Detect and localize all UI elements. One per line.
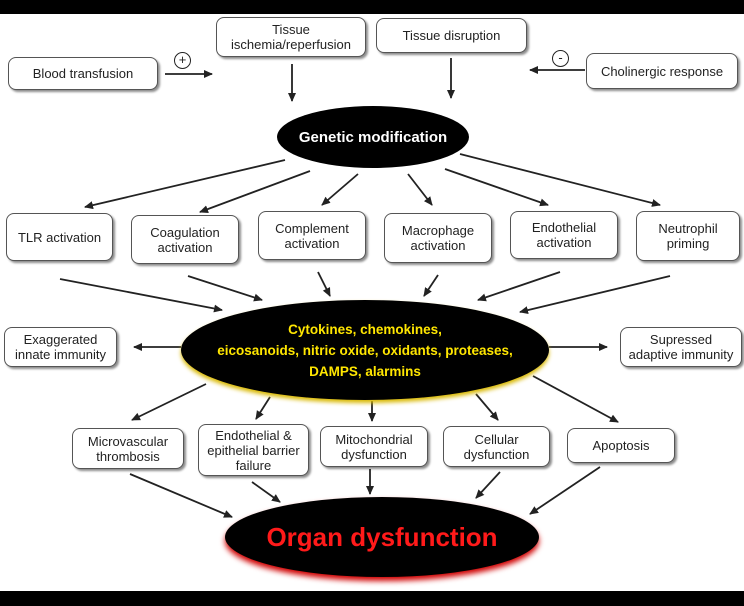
mediators-line3: DAMPS, alarmins [309, 363, 421, 379]
mitochondrial-dysfunction-box: Mitochondrial dysfunction [320, 426, 428, 467]
arrow-apoptosis-organ [529, 466, 601, 515]
coagulation-line2: activation [157, 239, 213, 255]
apoptosis-box: Apoptosis [567, 428, 675, 463]
mediators-line1: Cytokines, chemokines, [288, 321, 442, 337]
neutrophil-line2: priming [666, 236, 710, 251]
arrow-cyto-apoptosis [532, 375, 619, 423]
arrow-cellular-organ [475, 471, 501, 499]
tlr-activation-box: TLR activation [6, 213, 113, 261]
blood-transfusion-box: Blood transfusion [8, 57, 158, 90]
tlr-activation-label: TLR activation [17, 229, 102, 245]
arrow-genetic-coag [199, 170, 311, 213]
macrophage-line2: activation [410, 238, 466, 253]
cellular-line2: dysfunction [463, 446, 530, 462]
endothelial-line2: activation [536, 235, 592, 250]
arrow-barrier-organ [251, 481, 281, 503]
barrier-line3: failure [235, 457, 272, 473]
coagulation-line1: Coagulation [150, 224, 220, 240]
minus-sign-icon: - [552, 50, 569, 67]
plus-sign-icon: + [174, 52, 191, 69]
mediators-line2: eicosanoids, nitric oxide, oxidants, pro… [217, 342, 513, 358]
micro-line2: thrombosis [96, 448, 160, 464]
barrier-line2: epithelial barrier [207, 442, 300, 458]
coagulation-activation-box: Coagulation activation [131, 215, 239, 264]
suppressed-line1: Supressed [649, 332, 713, 347]
arrow-genetic-endothelial [444, 168, 549, 207]
microvascular-thrombosis-box: Microvascular thrombosis [72, 428, 184, 469]
tissue-disruption-label: Tissue disruption [402, 28, 501, 43]
complement-activation-box: Complement activation [258, 211, 366, 260]
suppressed-line2: adaptive immunity [628, 347, 734, 362]
tissue-disruption-box: Tissue disruption [376, 18, 527, 53]
genetic-modification-node: Genetic modification [277, 106, 469, 168]
suppressed-adaptive-immunity-box: Supressed adaptive immunity [620, 327, 742, 367]
arrow-cyto-cellular [475, 393, 499, 421]
arrow-macrophage-cyto [423, 274, 439, 297]
diagram-canvas: Blood transfusion + Tissue ischemia/repe… [0, 14, 744, 591]
endothelial-line1: Endothelial [531, 220, 597, 235]
genetic-modification-label: Genetic modification [298, 128, 448, 146]
arrow-micro-organ [129, 473, 233, 518]
exaggerated-line2: innate immunity [14, 347, 107, 362]
arrow-genetic-tlr [84, 159, 286, 210]
arrow-layer [59, 58, 671, 518]
complement-line2: activation [284, 235, 340, 251]
endothelial-activation-box: Endothelial activation [510, 211, 618, 259]
arrow-genetic-macrophage [407, 173, 433, 206]
arrow-cyto-barrier [255, 396, 271, 420]
arrow-complement-cyto [317, 271, 331, 297]
mito-line2: dysfunction [341, 446, 407, 462]
exaggerated-innate-immunity-box: Exaggerated innate immunity [4, 327, 117, 367]
arrow-genetic-neutrophil [459, 153, 661, 207]
arrow-endothelial-cyto [477, 271, 561, 302]
arrow-neutrophil-cyto [519, 275, 671, 315]
complement-line1: Complement [275, 220, 349, 236]
neutrophil-priming-box: Neutrophil priming [636, 211, 740, 261]
arrow-tlr-cyto [59, 278, 223, 313]
mito-line1: Mitochondrial [335, 431, 413, 447]
organ-dysfunction-label: Organ dysfunction [266, 521, 498, 552]
ischemia-box: Tissue ischemia/reperfusion [216, 17, 366, 57]
macrophage-line1: Macrophage [401, 223, 475, 238]
ischemia-label-line2: ischemia/reperfusion [231, 37, 351, 52]
macrophage-activation-box: Macrophage activation [384, 213, 492, 263]
ischemia-label-line1: Tissue [272, 22, 310, 37]
arrow-cyto-micro [131, 383, 207, 421]
cellular-dysfunction-box: Cellular dysfunction [443, 426, 550, 467]
arrow-genetic-complement [321, 173, 359, 206]
organ-dysfunction-node: Organ dysfunction [225, 497, 539, 577]
cholinergic-response-label: Cholinergic response [600, 63, 724, 79]
exaggerated-line1: Exaggerated [23, 332, 98, 347]
barrier-line1: Endothelial & [215, 427, 292, 443]
mediators-node: Cytokines, chemokines, eicosanoids, nitr… [181, 300, 549, 400]
cellular-line1: Cellular [474, 431, 519, 447]
arrow-coag-cyto [187, 275, 263, 302]
apoptosis-label: Apoptosis [592, 438, 650, 453]
micro-line1: Microvascular [87, 433, 169, 449]
blood-transfusion-label: Blood transfusion [32, 66, 134, 81]
cholinergic-response-box: Cholinergic response [586, 53, 738, 89]
barrier-failure-box: Endothelial & epithelial barrier failure [198, 424, 309, 476]
neutrophil-line1: Neutrophil [658, 221, 718, 236]
